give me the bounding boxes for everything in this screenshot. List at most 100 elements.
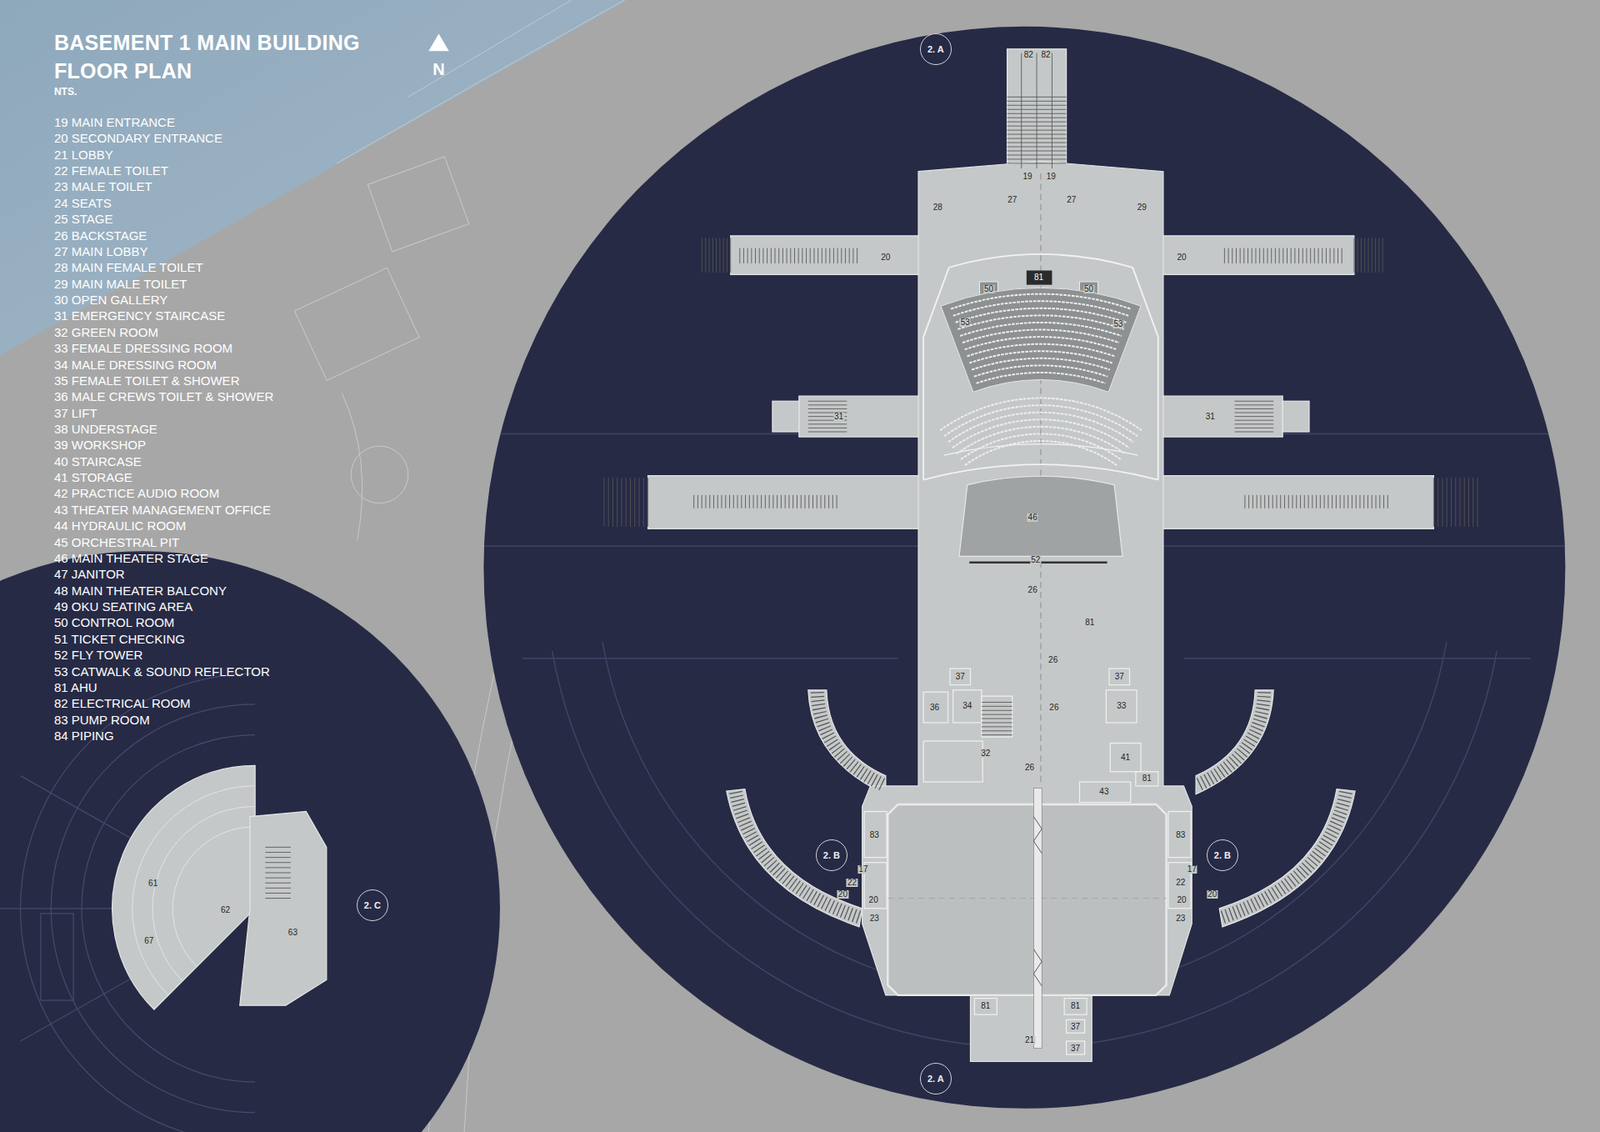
legend-entry: 29 MAIN MALE TOILET (54, 276, 188, 292)
legend-entry: 28 MAIN FEMALE TOILET (54, 260, 204, 275)
plan-part (1105, 690, 1137, 723)
stair-tread (820, 495, 822, 509)
seat-row (957, 315, 1124, 330)
stair-tread (805, 248, 807, 264)
plan-part (132, 785, 255, 995)
legend-entry: 31 EMERGENCY STAIRCASE (54, 308, 225, 324)
stair-tread (1292, 495, 1294, 509)
stair-tread (849, 248, 850, 264)
stair-tread (1256, 495, 1258, 509)
stair-tread (1320, 495, 1321, 509)
stair-tread (1255, 248, 1256, 264)
callout-number: 82 (1040, 50, 1052, 60)
plan-part (1157, 235, 1355, 275)
stair-tread (1007, 162, 1067, 164)
seat-block (940, 287, 1141, 392)
legend-entry: 25 STAGE (54, 211, 114, 227)
plan-part (862, 160, 1193, 1061)
stair-tread (1437, 477, 1439, 527)
stair-tread (856, 248, 858, 264)
stair-tread (1295, 495, 1297, 509)
stair-tread (701, 237, 703, 273)
stair-tread (1007, 125, 1067, 127)
stair-tread (265, 897, 291, 899)
stair-tread (1433, 477, 1435, 527)
stair-tread (981, 734, 1013, 735)
plan-part (1109, 668, 1130, 685)
marker-text: 2. B (823, 850, 840, 860)
seat-row (960, 322, 1122, 336)
stair-tread (603, 477, 605, 527)
plan-part (112, 765, 255, 1010)
stair-tread (1379, 495, 1380, 509)
stair-tread (612, 477, 614, 527)
callout-number: 36 (929, 703, 940, 712)
stair-tread (701, 495, 703, 509)
callout-number: 27 (1006, 195, 1018, 205)
callout-number: 50 (983, 285, 995, 294)
stair-tread (265, 846, 291, 848)
plan-part (1026, 270, 1053, 285)
stair-tread (810, 248, 811, 264)
plan-part (923, 254, 1159, 480)
callout-number: 34 (961, 701, 973, 710)
plan-part (726, 789, 863, 927)
stair-tread (824, 495, 825, 509)
stair-tread (837, 248, 839, 264)
stair-tread (1382, 237, 1384, 273)
stair-tread (712, 237, 714, 273)
stair-tread (639, 477, 640, 527)
marker-text: 2. A (927, 1073, 945, 1084)
stair-tread (1235, 408, 1275, 410)
plan-part (648, 475, 925, 530)
legend-entry: 50 CONTROL ROOM (54, 615, 175, 630)
stair-tread (801, 248, 803, 264)
legend-entry: 32 GREEN ROOM (54, 325, 159, 340)
stair-tread (1314, 248, 1315, 264)
plan-part (1158, 395, 1283, 437)
plan-part (1064, 998, 1087, 1015)
legend-entry: 22 FEMALE TOILET (54, 163, 169, 179)
stair-tread (785, 495, 786, 509)
stair-tread (832, 495, 834, 509)
callout-number: 31 (1205, 412, 1216, 421)
stair-tread (981, 730, 1013, 731)
stair-tread (816, 495, 818, 509)
stair-tread (1286, 248, 1288, 264)
stair-tread (1330, 248, 1331, 264)
stair-tread (821, 248, 823, 264)
plan-part (1219, 789, 1355, 927)
stair-tread (759, 248, 760, 264)
plan-part (864, 668, 1191, 1055)
stair-tread (1284, 495, 1285, 509)
stair-tread (265, 861, 291, 863)
scale-note: NTS. (54, 85, 77, 98)
stair-tread (1231, 248, 1233, 264)
plan-part (887, 804, 1166, 995)
stair-tread (981, 705, 1013, 707)
seat-row (940, 398, 1142, 431)
stair-tread (1247, 248, 1249, 264)
stair-tread (786, 248, 788, 264)
plan-part (20, 673, 255, 1132)
stair-tread (1343, 495, 1345, 509)
stair-tread (265, 892, 291, 894)
plan-part (294, 267, 420, 380)
callout-number: 62 (220, 905, 231, 915)
stair-tread (808, 400, 848, 402)
stair-tread (1240, 248, 1241, 264)
legend-entry: 44 HYDRAULIC ROOM (54, 518, 186, 534)
callout-number: 26 (1048, 703, 1060, 712)
stair-tread (737, 495, 739, 509)
stair-tread (709, 495, 710, 509)
stair-tread (709, 237, 710, 273)
stair-tread (1007, 138, 1067, 140)
callout-number: 43 (1098, 787, 1110, 796)
diagram-title: BASEMENT 1 MAIN BUILDING FLOOR PLAN (54, 28, 430, 85)
plan-part (0, 550, 500, 1132)
plan-part (923, 740, 983, 782)
stair-tread (790, 248, 791, 264)
stair-tread (1251, 248, 1253, 264)
seat-row (948, 412, 1134, 443)
stair-tread (760, 495, 762, 509)
